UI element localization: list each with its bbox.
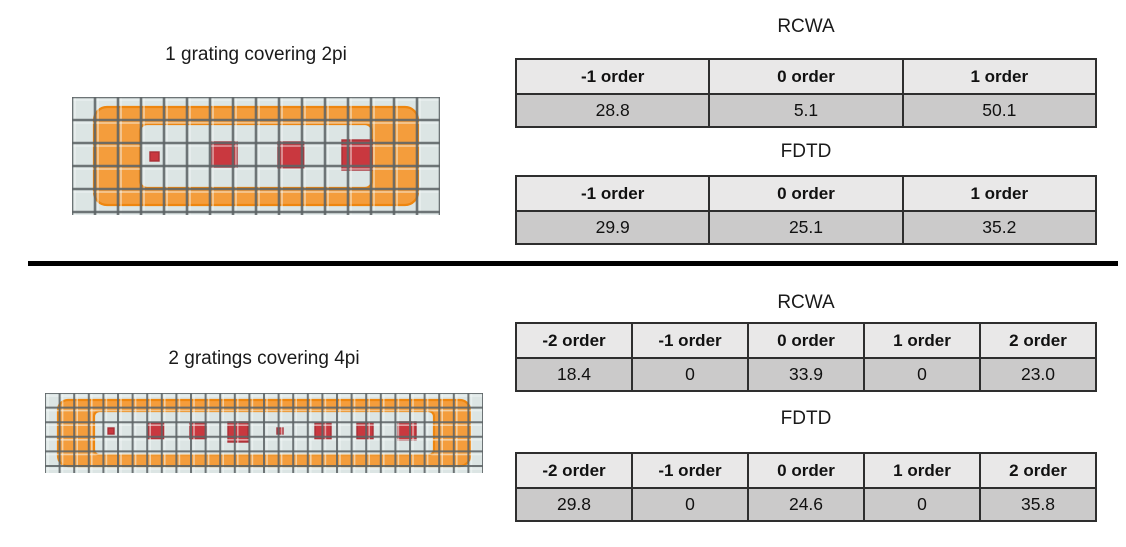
efficiency-value-cell: 25.1 [708, 210, 904, 245]
efficiency-value-cell: 0 [863, 487, 981, 522]
order-header-cell: 1 order [863, 452, 981, 489]
figure-label-2-gratings: 2 gratings covering 4pi [168, 348, 360, 369]
order-header-cell: 1 order [863, 322, 981, 359]
order-header-cell: -1 order [514, 175, 711, 212]
efficiency-value-cell: 0 [631, 487, 749, 522]
efficiency-value-cell: 35.2 [901, 210, 1098, 245]
order-header-cell: -2 order [515, 322, 633, 359]
grating-figure-2 [45, 393, 483, 473]
order-header-cell: 1 order [901, 58, 1098, 95]
table-title-rcwa-bottom: RCWA [777, 292, 835, 313]
efficiency-value-cell: 29.9 [514, 210, 711, 245]
order-header-cell: 1 order [901, 175, 1098, 212]
order-header-cell: 0 order [708, 58, 904, 95]
order-header-cell: -1 order [631, 322, 749, 359]
efficiency-value-cell: 24.6 [747, 487, 865, 522]
order-header-cell: -2 order [515, 452, 633, 489]
figure-label-1-grating: 1 grating covering 2pi [165, 44, 347, 65]
efficiency-value-cell: 18.4 [515, 357, 633, 392]
table-title-rcwa-top: RCWA [777, 16, 835, 37]
efficiency-value-cell: 33.9 [747, 357, 865, 392]
efficiency-value-cell: 50.1 [901, 93, 1098, 128]
table-title-fdtd-top: FDTD [780, 141, 832, 162]
efficiency-value-cell: 29.8 [515, 487, 633, 522]
order-header-cell: 0 order [747, 322, 865, 359]
efficiency-value-cell: 23.0 [979, 357, 1097, 392]
order-header-cell: 0 order [747, 452, 865, 489]
section-divider [28, 261, 1118, 266]
efficiency-value-cell: 5.1 [708, 93, 904, 128]
efficiency-value-cell: 0 [863, 357, 981, 392]
order-header-cell: -1 order [514, 58, 711, 95]
efficiency-value-cell: 0 [631, 357, 749, 392]
order-header-cell: 2 order [979, 452, 1097, 489]
order-header-cell: 0 order [708, 175, 904, 212]
order-header-cell: 2 order [979, 322, 1097, 359]
order-header-cell: -1 order [631, 452, 749, 489]
grating-figure-1 [72, 97, 440, 215]
table-title-fdtd-bottom: FDTD [780, 408, 832, 429]
efficiency-value-cell: 28.8 [514, 93, 711, 128]
efficiency-value-cell: 35.8 [979, 487, 1097, 522]
